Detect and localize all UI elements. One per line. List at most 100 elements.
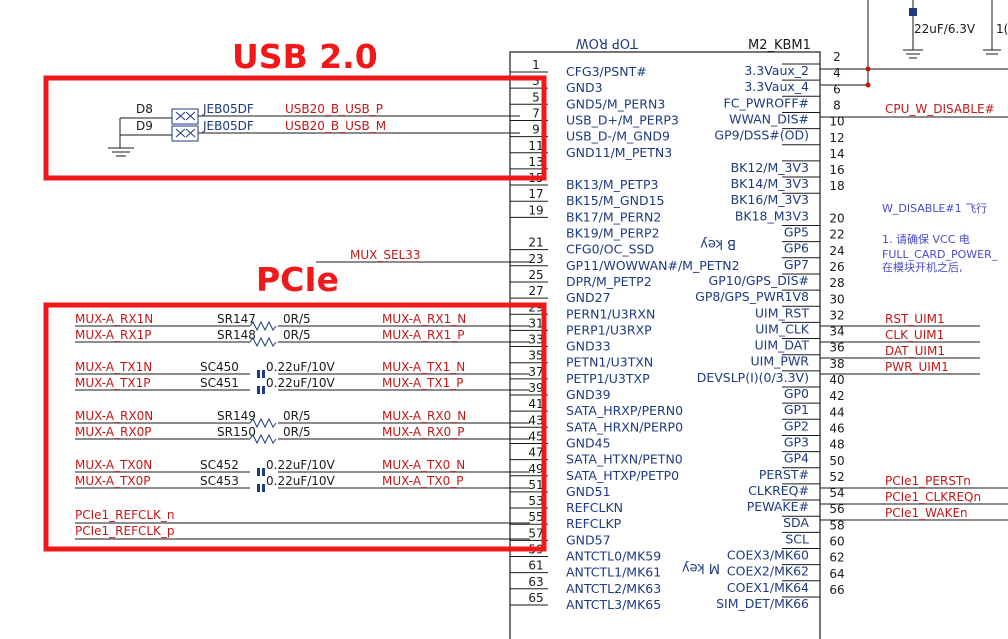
left-pin-number: 55: [528, 510, 543, 524]
right-pin-name: BK16/M_3V3: [731, 192, 809, 207]
connector-name: M2_KBM1: [748, 38, 811, 53]
right-pin-name: COEX3/MK60: [727, 548, 809, 563]
resistor-value: 0R/5: [283, 425, 311, 439]
right-pin-name: GP5: [784, 225, 809, 240]
capacitor-symbol: [257, 370, 260, 378]
left-pin-name: GND11/M_PETN3: [566, 145, 672, 160]
note-line-1: W_DISABLE#1 飞行: [882, 202, 987, 215]
left-pin-number: 17: [528, 187, 543, 201]
right-pin-name: GP6: [784, 241, 809, 256]
right-pin-number: 52: [829, 470, 844, 484]
left-pin-number: 49: [528, 462, 543, 476]
left-pin-name: ANTCTL1/MK61: [566, 565, 661, 580]
left-pin-number: 13: [528, 155, 543, 169]
left-pin-number: 51: [528, 478, 543, 492]
resistor-value: 0R/5: [283, 409, 311, 423]
right-pin-number: 30: [829, 292, 844, 306]
left-pin-number: 61: [528, 559, 543, 573]
resistor-ref: SR149: [217, 409, 256, 423]
right-pin-name: BK12/M_3V3: [731, 160, 809, 175]
resistor-ref: SR147: [217, 312, 256, 326]
right-pin-number: 10: [829, 115, 844, 129]
pcie-left-net: MUX-A_TX1N: [75, 360, 152, 374]
right-pin-number: 48: [829, 438, 844, 452]
left-pin-name: CFG0/OC_SSD: [566, 242, 654, 257]
right-pin-number: 62: [829, 551, 844, 565]
left-pin-number: 47: [528, 446, 543, 460]
left-pin-name: ANTCTL0/MK59: [566, 549, 661, 564]
left-pin-number: 11: [528, 139, 543, 153]
capacitor-value: 0.22uF/10V: [266, 474, 336, 488]
right-pin-number: 14: [829, 147, 844, 161]
right-pin-number: 38: [829, 357, 844, 371]
right-pin-number: 46: [829, 421, 844, 435]
perst-net: PCIe1_PERSTn: [885, 474, 971, 488]
right-pin-name: GP1: [784, 402, 809, 417]
right-pin-number: 54: [829, 486, 844, 500]
left-pin-name: PERP1/U3RXP: [566, 322, 652, 337]
right-pin-name: GP0: [784, 386, 809, 401]
clk-uim-net: CLK_UIM1: [885, 328, 944, 342]
pcie-annotation: PCIe: [256, 260, 339, 299]
right-pin-number: 64: [829, 567, 844, 581]
mux-sel-net: MUX_SEL33: [350, 248, 421, 262]
note-line-4: 在模块开机之后,: [882, 260, 963, 274]
capacitor-value: 0.22uF/10V: [266, 376, 336, 390]
left-pin-name: GND39: [566, 387, 611, 402]
left-pin-name: GP11/WOWWAN#/M_PETN2: [566, 258, 740, 273]
d9-ref: D9: [136, 119, 153, 133]
left-pin-name: GND5/M_PERN3: [566, 96, 665, 111]
right-pin-name: UIM_RST: [755, 305, 809, 320]
rst-uim-net: RST_UIM1: [885, 312, 945, 326]
pcie-right-net: MUX-A_RX1_N: [382, 312, 466, 326]
left-pin-name: PERN1/U3RXN: [566, 306, 655, 321]
right-pin-number: 40: [829, 373, 844, 387]
right-pin-name: UIM_DAT: [755, 338, 810, 353]
left-pin-name: GND33: [566, 339, 611, 354]
left-pin-name: SATA_HRXP/PERN0: [566, 403, 683, 418]
left-pin-name: SATA_HRXN/PERP0: [566, 419, 683, 434]
right-pin-number: 24: [829, 244, 844, 258]
left-pin-number: 3: [532, 74, 540, 88]
refclk-n-net: PCIe1_REFCLK_n: [75, 508, 175, 522]
right-pin-number: 56: [829, 502, 844, 516]
resistor-symbol: [249, 336, 277, 348]
left-pin-name: USB_D-/M_GND9: [566, 129, 670, 144]
pcie-right-net: MUX-A_RX0_P: [382, 425, 464, 439]
usb-annotation: USB 2.0: [232, 37, 378, 76]
left-pin-number: 63: [528, 575, 543, 589]
pcie-left-net: MUX-A_TX0P: [75, 474, 150, 488]
left-pin-name: PETP1/U3TXP: [566, 371, 650, 386]
right-pin-name: DEVSLP(I)(0/3.3V): [697, 370, 809, 385]
refclk-p-net: PCIe1_REFCLK_p: [75, 524, 175, 538]
right-pin-number: 26: [829, 260, 844, 274]
pwr-uim-net: PWR_UIM1: [885, 360, 949, 374]
right-pin-name: BK18_M3V3: [735, 208, 809, 223]
right-pin-name: SDA: [783, 515, 809, 530]
usb-net-m: USB20_B_USB_M: [285, 119, 386, 133]
left-pin-name: DPR/M_PETP2: [566, 274, 652, 289]
usb-section: D8 D9 JEB05DF JEB05DF USB20_B_USB_P USB2…: [108, 102, 520, 157]
resistor-symbol: [249, 433, 277, 445]
right-pin-name: UIM_CLK: [755, 321, 810, 336]
left-pin-name: GND51: [566, 484, 611, 499]
top-row-label: TOP ROW: [576, 35, 639, 50]
right-pin-number: 18: [829, 179, 844, 193]
capacitor-symbol: [257, 386, 260, 394]
right-pin-number: 42: [829, 389, 844, 403]
right-pin-name: COEX2/MK62: [727, 564, 809, 579]
pcie-left-net: MUX-A_RX0N: [75, 409, 153, 423]
pcie-right-net: MUX-A_TX0_N: [382, 458, 465, 472]
resistor-symbol: [249, 320, 277, 332]
right-pin-name: BK14/M_3V3: [731, 176, 809, 191]
left-pin-number: 41: [528, 397, 543, 411]
right-pin-number: 20: [829, 212, 844, 226]
right-pin-number: 50: [829, 454, 844, 468]
right-pin-name: GP8/GPS_PWR1V8: [695, 289, 809, 304]
left-pin-number: 23: [528, 252, 543, 266]
left-pin-number: 33: [528, 333, 543, 347]
left-pin-name: ANTCTL3/MK65: [566, 597, 661, 612]
right-pin-name: 3.3Vaux_2: [744, 63, 809, 78]
